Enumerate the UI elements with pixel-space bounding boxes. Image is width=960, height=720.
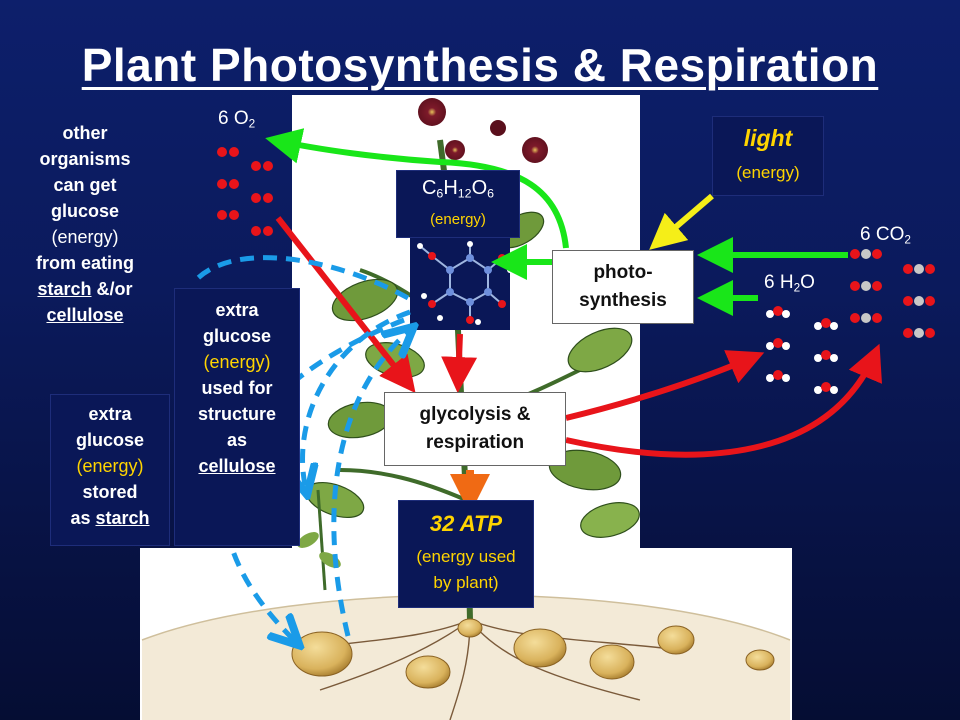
glycolysis-line1: glycolysis & — [419, 404, 531, 425]
glycolysis-box: glycolysis & respiration — [384, 392, 566, 466]
h2o-label: 6 H2O — [764, 272, 815, 295]
arrow-starch-to-glucose — [331, 330, 410, 637]
potatoes — [291, 618, 775, 689]
arrows — [196, 128, 882, 642]
atp-line1: (energy used — [416, 547, 516, 566]
arrow-light-to-photosynthesis — [649, 193, 714, 250]
o2-molecules — [217, 147, 273, 236]
arrow-photosynthesis-to-o2 — [265, 128, 569, 249]
glucose-formula: C6H12O6 — [421, 177, 495, 201]
glucose-molecule — [410, 238, 513, 330]
storage-box: extra glucose (energy) stored as starch — [50, 394, 170, 546]
co2-molecules — [850, 249, 935, 338]
other-organisms-text: other organisms can get glucose (energy)… — [35, 123, 134, 325]
flowers — [418, 98, 548, 163]
atp-line2: by plant) — [433, 573, 499, 592]
glucose-energy-label: (energy) — [430, 211, 486, 228]
photosynthesis-line2: synthesis — [579, 290, 667, 311]
atp-label: 32 ATP — [429, 511, 503, 536]
arrow-respiration-to-co2 — [565, 343, 882, 458]
atp-box: 32 ATP (energy used by plant) — [398, 500, 534, 608]
glucose-formula-box: C6H12O6 (energy) — [396, 170, 520, 238]
glycolysis-line2: respiration — [425, 432, 525, 453]
h2o-molecules — [766, 306, 838, 394]
photosynthesis-box: photo- synthesis — [552, 250, 694, 324]
light-box: light (energy) — [712, 116, 824, 196]
light-energy-label: (energy) — [736, 163, 800, 182]
photosynthesis-line1: photo- — [593, 262, 653, 283]
arrow-respiration-to-h2o — [565, 350, 765, 421]
arrow-glucose-to-other-organisms — [196, 255, 410, 301]
arrow-glucose-to-respiration — [441, 333, 478, 393]
light-label: light — [743, 125, 793, 151]
roots — [299, 619, 681, 720]
o2-label: 6 O2 — [218, 108, 256, 131]
co2-label: 6 CO2 — [860, 224, 911, 247]
page-title: Plant Photosynthesis & Respiration — [81, 39, 879, 91]
structure-box: extra glucose (energy) used for structur… — [174, 288, 300, 546]
